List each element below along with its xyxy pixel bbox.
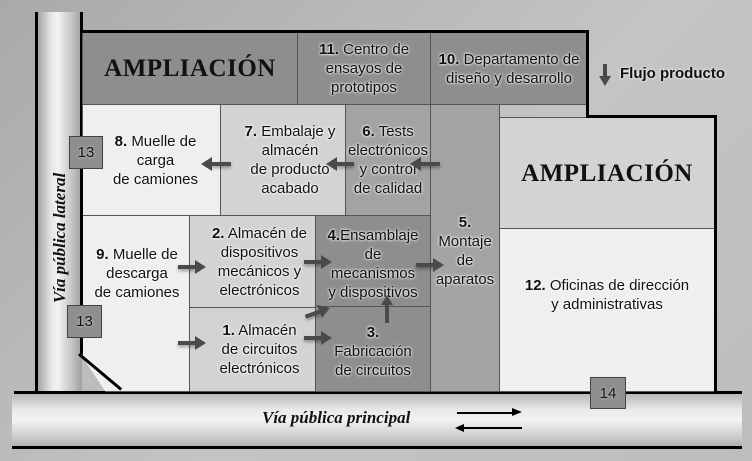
access-point-13-upper: 13 [69,136,103,169]
traffic-arrow-right [457,412,513,414]
expansion-zone-top: AMPLIACIÓN [82,32,298,105]
access-point-13-lower: 13 [67,305,102,338]
main-road-top-edge [14,391,742,394]
flow-arrow-7-to-8 [201,157,231,171]
legend-flow-arrow-icon [603,64,607,78]
lateral-road-left-edge [35,12,38,394]
expansion-zone-right: AMPLIACIÓN [499,117,715,229]
building-step-horizontal [586,115,717,118]
traffic-arrow-right-head [512,408,522,416]
lateral-road-right-edge [80,12,83,152]
building-step-vertical [586,30,589,118]
flow-arrow-6-to-7 [326,157,354,171]
flow-arrow-4-to-5 [416,258,444,272]
flow-arrow-9-to-2 [178,260,206,274]
main-road-label: Vía pública principal [262,408,411,427]
flow-arrow-9-to-1 [178,336,206,350]
legend-flow-arrow-head [599,76,611,86]
legend-label: Flujo producto [620,65,725,82]
flow-arrow-5-to-6 [410,157,440,171]
flow-arrow-3-to-4-head [381,295,393,305]
flow-arrow-2-to-4 [304,255,332,269]
flow-arrow-1-to-3 [304,331,332,345]
access-point-14: 14 [590,377,626,409]
building-top-wall [80,30,589,33]
traffic-arrow-left [462,427,522,429]
main-road-bottom-edge [12,446,742,449]
flow-arrow-3-to-4 [385,303,389,323]
building-left-wall-lower [80,150,83,354]
lateral-road-label: Vía pública lateral [50,172,69,304]
building-right-wall [714,115,717,393]
traffic-arrow-left-head [455,423,464,432]
